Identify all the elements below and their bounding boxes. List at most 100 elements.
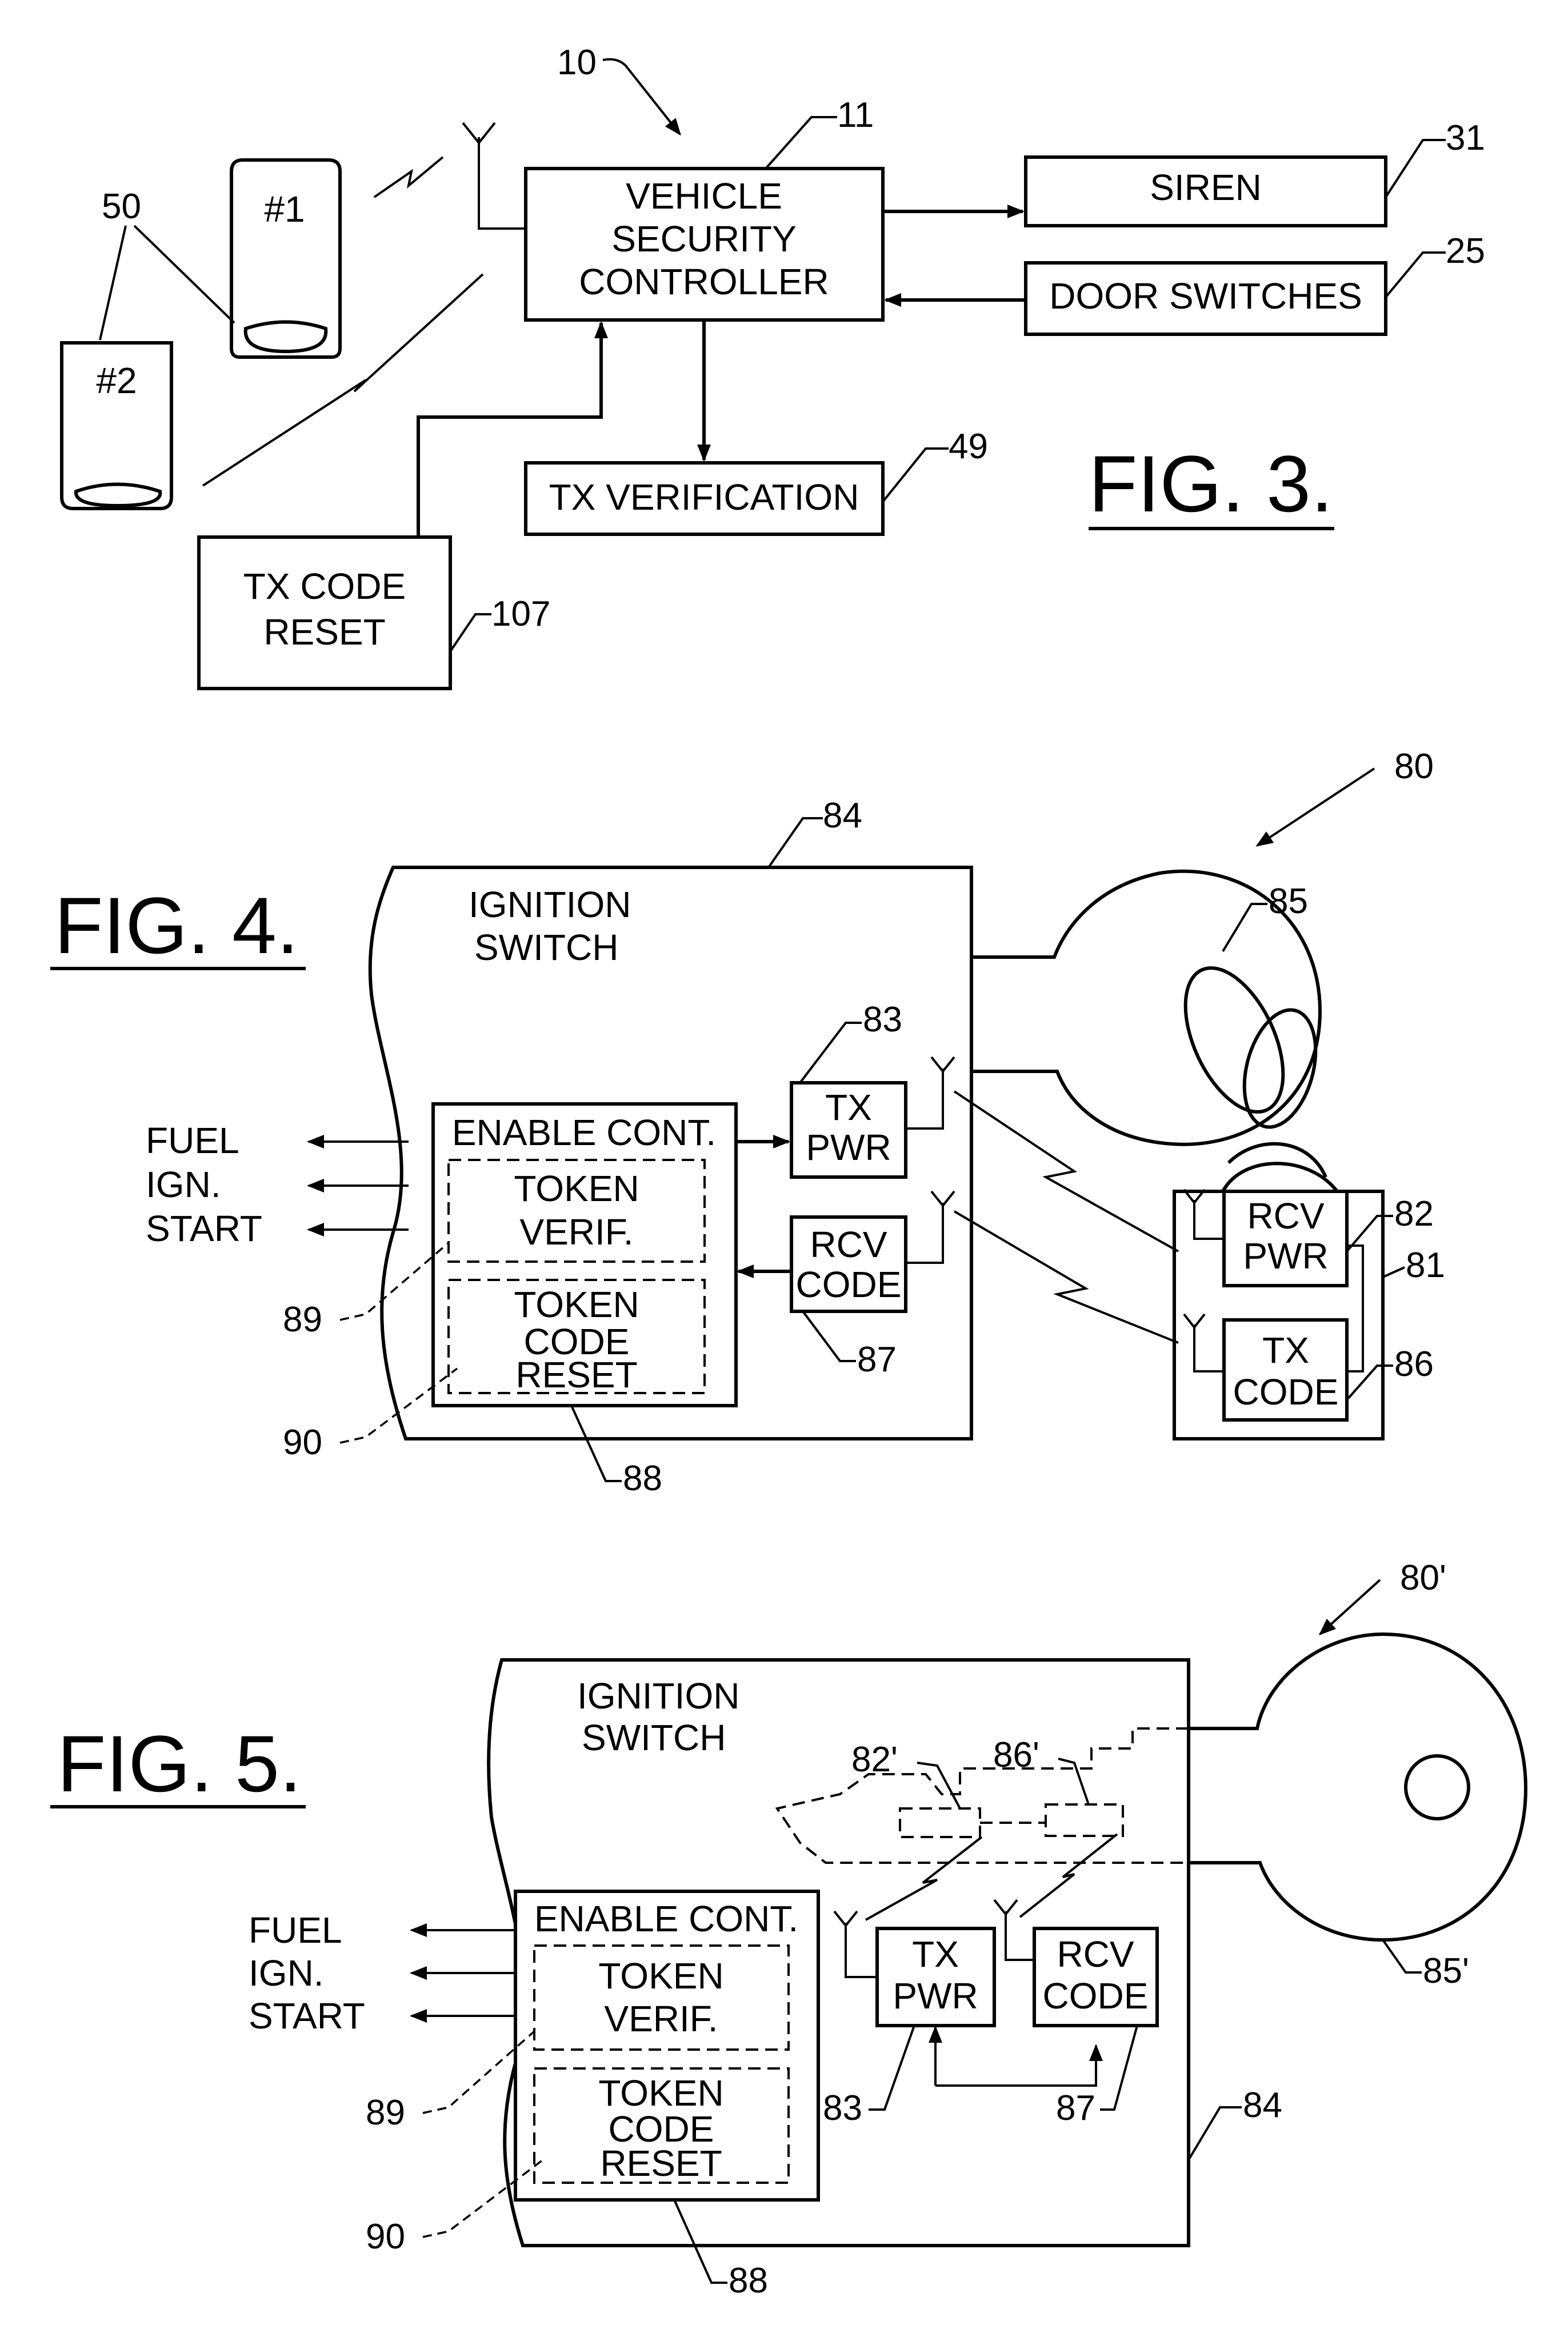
fig5-key-ref: 85'	[1423, 1951, 1469, 1991]
fig5-title: FIG. 5.	[57, 1719, 302, 1808]
svg-text:TX: TX	[1262, 1330, 1309, 1371]
fig4-diagram: FIG. 4. 80 IGNITION SWITCH 84 FUEL IGN. …	[50, 747, 1445, 1498]
fig4-ignition-switch-ref: 84	[823, 796, 862, 835]
fig4-tx-code-box: TX CODE	[1224, 1320, 1347, 1420]
svg-text:TX: TX	[912, 1934, 959, 1975]
svg-text:RESET: RESET	[600, 2143, 722, 2184]
fig5-tx-code-ref: 86'	[993, 1735, 1039, 1775]
svg-text:PWR: PWR	[1243, 1235, 1328, 1276]
svg-text:VERIF.: VERIF.	[604, 1998, 718, 2039]
fig5-rf-link-tx-icon	[866, 1837, 982, 1920]
fig4-rcv-pwr-antenna-icon	[1184, 1190, 1224, 1239]
fig3-system-ref: 10	[557, 43, 597, 82]
svg-text:DOOR SWITCHES: DOOR SWITCHES	[1049, 275, 1362, 317]
svg-text:ENABLE CONT.: ENABLE CONT.	[452, 1112, 716, 1153]
svg-text:CODE: CODE	[1043, 1975, 1149, 2016]
fig4-key	[971, 871, 1320, 1145]
fig5-rcv-code-box: RCV CODE	[1034, 1928, 1157, 2026]
fig5-diagram: FIG. 5. 80' IGNITION SWITCH 84 85' 82' 8…	[50, 1558, 1526, 2300]
svg-text:PWR: PWR	[893, 1975, 978, 2016]
siren-ref: 31	[1446, 118, 1485, 158]
fig4-rcv-code-ref: 87	[857, 1340, 897, 1379]
svg-text:SWITCH: SWITCH	[582, 1717, 726, 1758]
siren-box: SIREN	[1026, 157, 1386, 226]
fig4-tx-pwr-antenna-icon	[906, 1057, 954, 1129]
svg-text:#2: #2	[96, 360, 137, 401]
door-switches-ref: 25	[1446, 231, 1485, 271]
fig5-tx-code-transponder	[1046, 1804, 1123, 1836]
fig5-rcv-code-antenna-icon	[994, 1900, 1034, 1960]
fig4-token-ref: 81	[1406, 1246, 1445, 1285]
controller-ref: 11	[837, 95, 874, 135]
fig5-token-code-reset-ref: 90	[366, 2217, 405, 2256]
svg-text:TX CODE: TX CODE	[243, 566, 406, 607]
fig4-token-code-reset-ref: 90	[283, 1423, 322, 1462]
svg-text:CODE: CODE	[796, 1264, 902, 1305]
fig4-rcv-code-box: RCV CODE	[791, 1217, 906, 1311]
fig5-output-ign: IGN.	[249, 1952, 324, 1994]
fig5-output-start: START	[249, 1995, 365, 2036]
svg-text:TX: TX	[825, 1087, 872, 1128]
tx-code-reset-box: TX CODE RESET	[199, 537, 450, 689]
tx-code-reset-ref: 107	[491, 594, 550, 634]
svg-text:RCV: RCV	[810, 1224, 887, 1265]
svg-text:SECURITY: SECURITY	[611, 218, 797, 259]
fig5-token-verif-ref: 89	[366, 2093, 405, 2132]
vehicle-security-controller-box: VEHICLE SECURITY CONTROLLER	[526, 169, 883, 320]
svg-text:RESET: RESET	[515, 1354, 637, 1395]
fig4-token-fob: RCV PWR TX CODE	[1174, 1163, 1383, 1439]
door-switches-box: DOOR SWITCHES	[1026, 263, 1386, 334]
svg-text:CODE: CODE	[1233, 1371, 1339, 1412]
fig5-key	[777, 1634, 1526, 1940]
svg-text:TOKEN: TOKEN	[514, 1284, 639, 1325]
svg-text:PWR: PWR	[806, 1127, 891, 1168]
rf-signal-tx1-icon	[374, 157, 443, 197]
fig4-tx-code-ref: 86	[1394, 1344, 1434, 1384]
fig4-rcv-pwr-box: RCV PWR	[1224, 1191, 1347, 1286]
fig5-tx-pwr-ref: 83	[823, 2088, 862, 2128]
svg-text:IGNITION: IGNITION	[469, 884, 631, 925]
svg-text:TX VERIFICATION: TX VERIFICATION	[549, 477, 859, 518]
fig4-output-ign: IGN.	[146, 1164, 221, 1205]
fig4-title: FIG. 4.	[54, 881, 299, 970]
fig4-system-ref: 80	[1394, 747, 1434, 786]
svg-text:TOKEN: TOKEN	[598, 1955, 723, 1996]
svg-text:TOKEN: TOKEN	[598, 2072, 723, 2114]
svg-text:VEHICLE: VEHICLE	[626, 175, 782, 217]
fig4-enable-controller-ref: 88	[623, 1459, 662, 1498]
fig3-title: FIG. 3.	[1089, 439, 1333, 529]
fig4-rcv-code-antenna-icon	[906, 1191, 954, 1263]
svg-text:#1: #1	[264, 189, 305, 230]
transmitters-ref: 50	[102, 187, 141, 226]
svg-text:SWITCH: SWITCH	[474, 927, 618, 968]
fig4-output-fuel: FUEL	[146, 1120, 239, 1161]
fig4-rcv-pwr-ref: 82	[1394, 1194, 1434, 1234]
rf-signal-tx2-icon	[203, 274, 483, 486]
transmitter-1-fob: #1	[231, 160, 340, 357]
fig5-rcv-pwr-ref: 82'	[851, 1740, 898, 1779]
svg-text:RCV: RCV	[1057, 1934, 1134, 1975]
svg-text:VERIF.: VERIF.	[519, 1211, 633, 1252]
fig5-output-fuel: FUEL	[249, 1910, 342, 1951]
fig5-rcv-pwr-transponder	[900, 1808, 980, 1837]
fig4-tx-pwr-box: TX PWR	[791, 1083, 906, 1177]
tx-verification-ref: 49	[949, 427, 988, 466]
fig4-key-ref: 85	[1269, 882, 1308, 921]
svg-text:SIREN: SIREN	[1150, 167, 1262, 208]
tx-verification-box: TX VERIFICATION	[526, 463, 883, 534]
svg-text:RESET: RESET	[263, 611, 385, 653]
svg-text:ENABLE CONT.: ENABLE CONT.	[534, 1898, 798, 1939]
svg-text:IGNITION: IGNITION	[577, 1675, 739, 1716]
fig5-enable-controller-ref: 88	[729, 2261, 768, 2300]
svg-text:RCV: RCV	[1247, 1195, 1324, 1236]
svg-text:CONTROLLER: CONTROLLER	[579, 261, 829, 302]
transmitter-2-fob: #2	[62, 343, 171, 509]
fig5-ignition-switch-ref: 84	[1243, 2086, 1282, 2125]
controller-antenna-icon	[463, 123, 526, 229]
fig5-rf-link-rcv-icon	[1020, 1834, 1117, 1917]
fig4-token-verif-ref: 89	[283, 1300, 322, 1339]
fig5-tx-pwr-box: TX PWR	[877, 1928, 994, 2026]
fig5-rcv-code-ref: 87	[1056, 2088, 1095, 2128]
fig5-tx-pwr-antenna-icon	[834, 1911, 877, 1977]
